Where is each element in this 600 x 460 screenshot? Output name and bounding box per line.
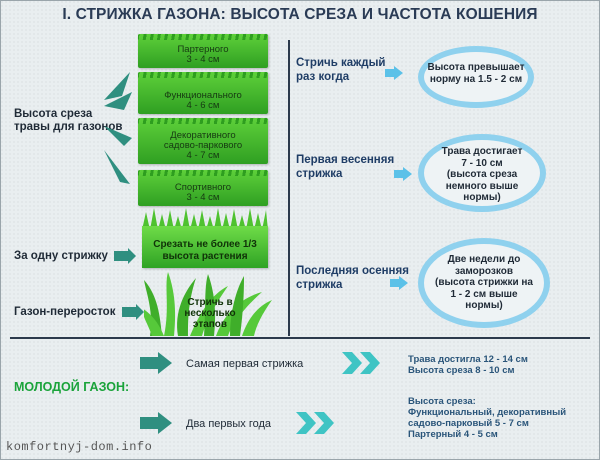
right-row-label-line2: раз когда	[296, 71, 350, 83]
first-cut-label: Самая первая стрижка	[186, 358, 304, 370]
ring	[418, 46, 534, 108]
cut-height-label-line1: Высота среза	[14, 108, 93, 120]
arrow-right-icon	[394, 167, 412, 181]
ring-text-line: немного выше	[445, 180, 519, 192]
young-lawn-title: МОЛОДОЙ ГАЗОН:	[14, 380, 130, 394]
ring-text-line: Высота превышает	[427, 62, 525, 73]
ring-text: Высота превышает норму на 1.5 - 2 см	[418, 62, 534, 85]
ring-text: Трава достигает 7 - 10 см (высота среза …	[418, 146, 546, 204]
grass-blades	[138, 34, 268, 40]
one-cut-text-line1: Срезать не более 1/3	[153, 239, 257, 250]
ring-text-line: (высота среза	[446, 169, 518, 180]
right-row-label: Стричь каждый раз когда	[296, 56, 385, 84]
overgrown-label: Газон-переросток	[14, 306, 116, 318]
right-row-label-line1: Стричь каждый	[296, 57, 386, 69]
page-title: I. СТРИЖКА ГАЗОНА: ВЫСОТА СРЕЗА И ЧАСТОТ…	[62, 6, 538, 23]
grass-blades	[138, 170, 268, 176]
double-chevron-icon	[342, 352, 380, 374]
right-row-label: Последняя осенняя стрижка	[296, 264, 409, 292]
one-cut-label: За одну стрижку	[14, 250, 108, 262]
lawn-type-range: 4 - 7 см	[186, 150, 220, 161]
lawn-type-name: Партерного	[177, 44, 229, 55]
overgrown-text-line2: несколько	[184, 308, 236, 319]
arrow-icon	[104, 72, 130, 100]
one-cut-grass: Срезать не более 1/3 высота растения	[142, 226, 268, 268]
first-cut-detail-line2: Высота среза 8 - 10 см	[408, 365, 515, 376]
two-years-detail-line3: садово-парковый 5 - 7 см	[408, 418, 529, 429]
ring	[418, 238, 550, 328]
lawn-type-name-line2: садово-паркового	[163, 140, 243, 151]
cut-height-label: Высота среза травы для газонов	[14, 108, 122, 134]
lawn-type-text: Декоративного садово-паркового 4 - 7 см	[138, 131, 268, 161]
lawn-type-name: Спортивного	[174, 182, 232, 193]
arrow-right-icon	[385, 66, 403, 80]
grass-blades	[138, 118, 268, 124]
arrow-icon	[104, 150, 130, 184]
overgrown-text-line1: Стричь в	[187, 297, 233, 308]
lawn-type-text: Партерного 3 - 4 см	[138, 45, 268, 65]
ring	[418, 134, 546, 212]
arrow-icon	[104, 126, 132, 146]
horizontal-divider	[10, 337, 590, 339]
one-cut-text: Срезать не более 1/3 высота растения	[142, 239, 268, 263]
right-row-label-line1: Первая весенняя	[296, 154, 395, 166]
arrow-right-icon	[390, 276, 408, 290]
right-row-label-line2: стрижка	[296, 168, 343, 180]
two-years-detail-line4: Партерный 4 - 5 см	[408, 429, 498, 440]
left-arrows	[104, 72, 132, 184]
ring-text-line: заморозков	[455, 265, 513, 277]
lawn-type-range: 3 - 4 см	[186, 54, 220, 65]
overgrown-text: Стричь в несколько этапов	[150, 297, 270, 330]
right-row-label-line2: стрижка	[296, 279, 343, 291]
ring-text-line: 7 - 10 см	[461, 157, 503, 169]
lawn-type-name-line1: Декоративного	[170, 130, 236, 141]
overgrown-text-line3: этапов	[192, 319, 228, 330]
ring-text-line: 1 - 2 см выше	[450, 288, 518, 300]
cut-height-label-line2: травы для газонов	[14, 121, 123, 133]
overgrown-grass-icon	[144, 272, 272, 336]
double-chevron-icon	[296, 412, 334, 434]
vertical-divider	[288, 40, 290, 336]
lawn-type-text: Спортивного 3 - 4 см	[138, 183, 268, 203]
two-years-detail-line1: Высота среза:	[408, 396, 476, 407]
lawn-type-functional: Функционального 4 - 6 см	[138, 72, 268, 114]
arrow-right-icon	[114, 248, 136, 264]
arrow-right-icon	[122, 304, 144, 320]
one-cut-text-line2: высота растения	[162, 251, 248, 262]
two-years-detail-line2: Функциональный, декоративный	[408, 407, 567, 418]
lawn-type-decorative: Декоративного садово-паркового 4 - 7 см	[138, 118, 268, 164]
lawn-type-parterre: Партерного 3 - 4 см	[138, 34, 268, 68]
block-arrow-icon	[140, 352, 172, 374]
ring-text-line: нормы)	[463, 192, 501, 203]
ring-text-line: нормы)	[465, 300, 503, 311]
grass-blades	[138, 72, 268, 78]
ring-text-line: норму на 1.5 - 2 см	[429, 73, 523, 85]
arrow-icon	[104, 92, 132, 110]
lawn-type-range: 4 - 6 см	[186, 100, 220, 111]
lawn-type-text: Функционального 4 - 6 см	[138, 91, 268, 111]
right-row-label: Первая весенняя стрижка	[296, 153, 394, 181]
ring-text-line: Две недели до	[447, 254, 521, 265]
first-cut-detail: Трава достигла 12 - 14 см Высота среза 8…	[408, 354, 528, 376]
lawn-type-sport: Спортивного 3 - 4 см	[138, 170, 268, 206]
block-arrow-icon	[140, 412, 172, 434]
lawn-type-name: Функционального	[164, 90, 242, 101]
ring-text-line: Трава достигает	[441, 146, 523, 157]
lawn-type-range: 3 - 4 см	[186, 192, 220, 203]
first-cut-detail-line1: Трава достигла 12 - 14 см	[408, 354, 528, 365]
ring-text-line: (высота стрижки на	[434, 277, 533, 288]
two-years-detail: Высота среза: Функциональный, декоративн…	[408, 396, 566, 440]
right-row-label-line1: Последняя осенняя	[296, 265, 409, 277]
watermark: komfortnyj-dom.info	[6, 440, 153, 454]
two-years-label: Два первых года	[186, 418, 272, 430]
ring-text: Две недели до заморозков (высота стрижки…	[418, 254, 550, 312]
